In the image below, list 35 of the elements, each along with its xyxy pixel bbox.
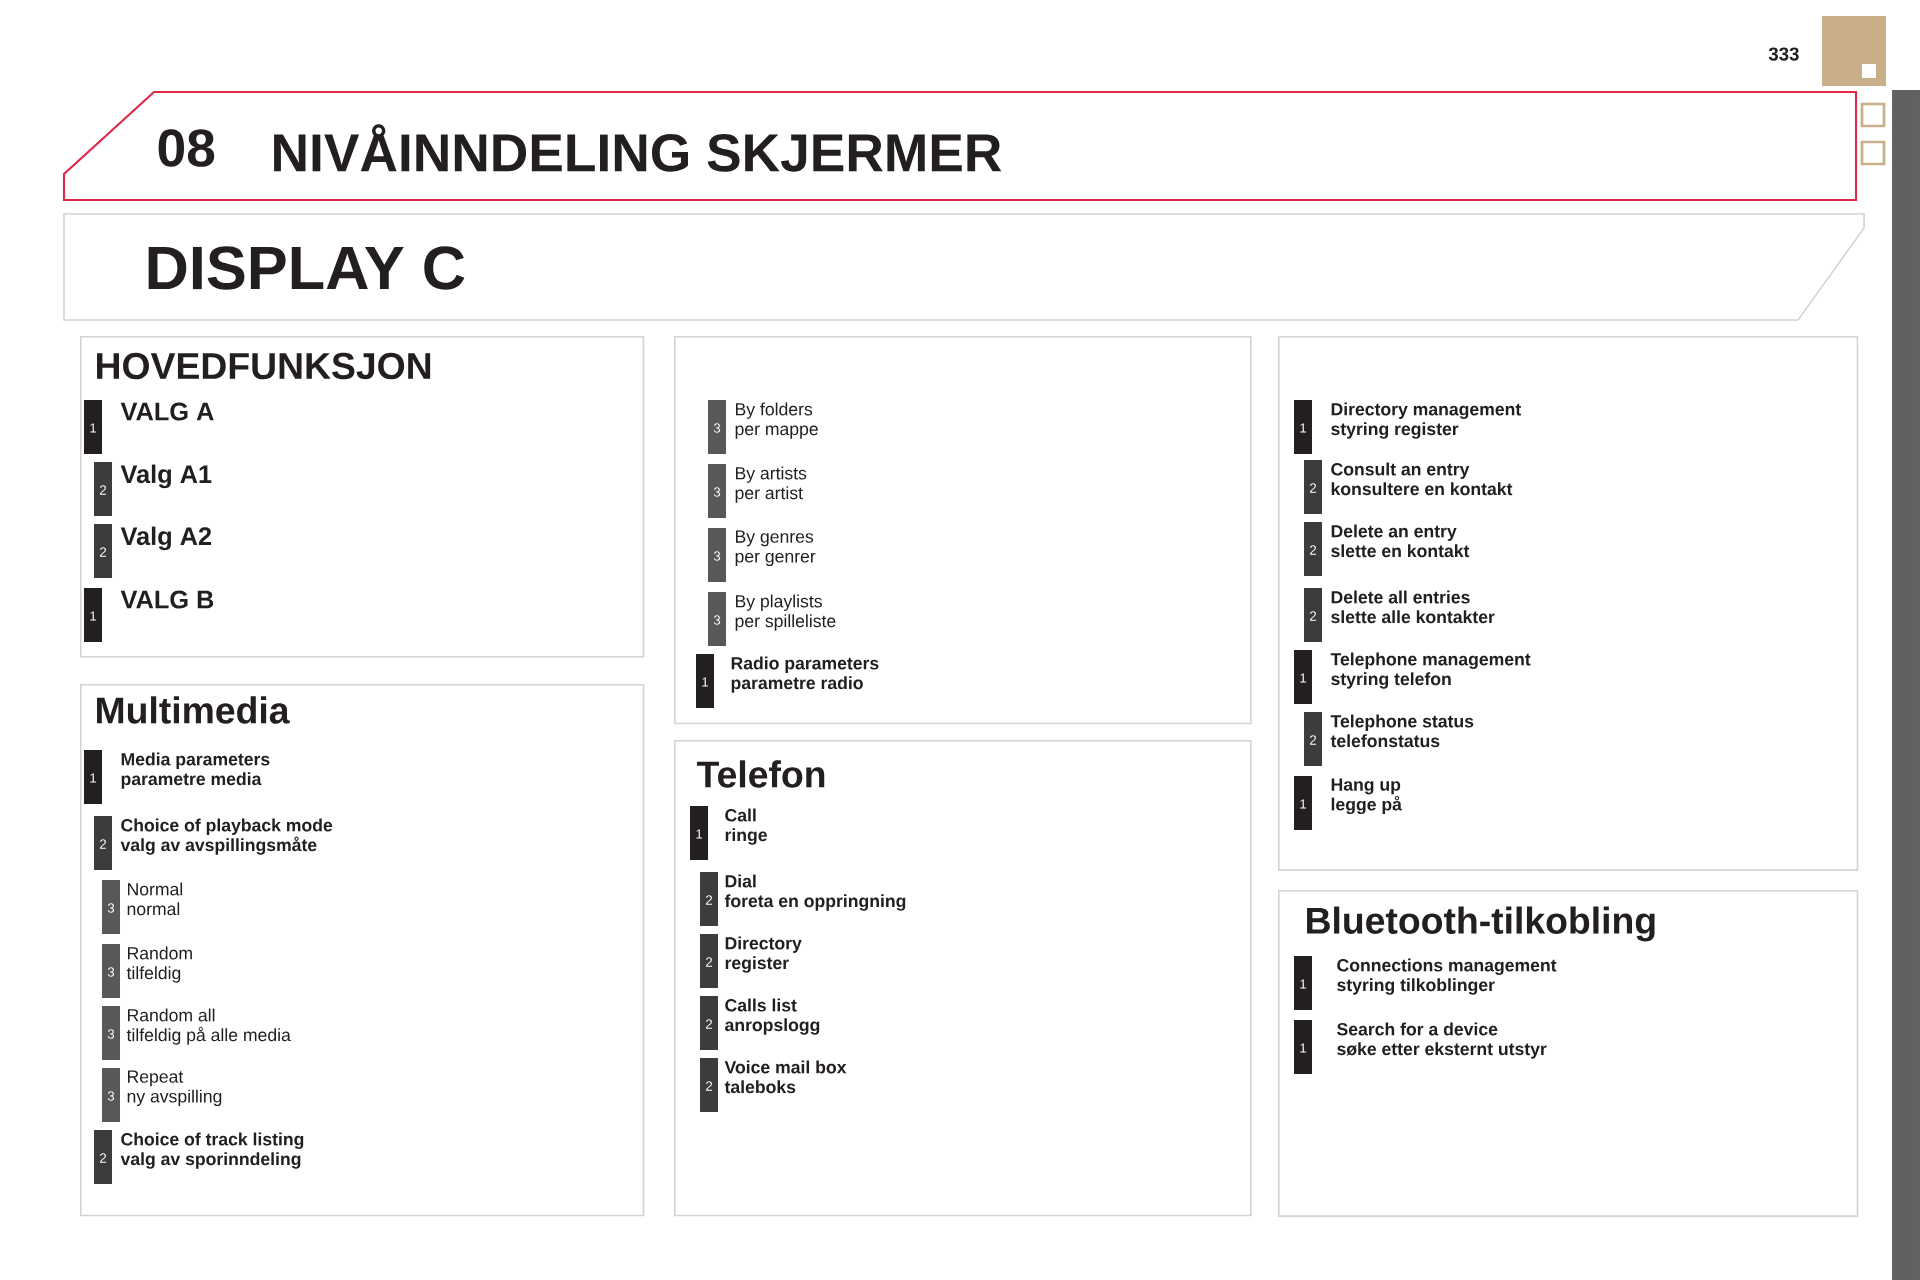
menu-item: Consult an entry konsultere en kontakt (1331, 462, 1513, 496)
menu-item: VALG A (120, 402, 214, 421)
menu-item: Delete all entries slette alle kontakter (1331, 590, 1495, 624)
menu-item: Voice mail box taleboks (724, 1060, 847, 1094)
menu-item: Call ringe (725, 808, 767, 845)
menu-item: By folders per mappe (735, 402, 818, 439)
menu-item: Radio parameters parametre radio (731, 656, 879, 693)
menu-item: Telephone management styring telefon (1330, 652, 1531, 689)
menu-item: VALG B (120, 590, 214, 609)
menu-item: Random all tilfeldig på alle media (126, 1008, 291, 1045)
panel (1278, 336, 1859, 871)
menu-item: Search for a device søke etter eksternt utstyr (1337, 1022, 1547, 1059)
menu-item: Calls list anropslogg (725, 998, 820, 1035)
menu-item: Media parameters parametre media (121, 752, 270, 789)
subtitle-banner: DISPLAY C (63, 213, 1865, 321)
menu-item: Random tilfeldig (126, 946, 192, 983)
title-banner: 08 NIVÅINNDELING SKJERMER (62, 90, 1858, 202)
menu-item: Dial foreta en oppringning (724, 874, 906, 911)
menu-item: Choice of track listing valg av sporinndeling (120, 1132, 304, 1169)
menu-item: By genres per genrer (735, 530, 816, 567)
menu-item: Directory management styring register (1331, 402, 1522, 439)
menu-item: Connections management styring tilkoblinger (1337, 958, 1557, 995)
menu-item: Valg A1 (120, 464, 212, 489)
menu-item: Repeat ny avspilling (127, 1070, 222, 1107)
menu-item: Hang up legge på (1331, 778, 1402, 815)
menu-item: Directory register (725, 936, 802, 973)
page-number: 333 (1768, 47, 1799, 61)
menu-item: Valg A2 (120, 526, 212, 551)
panel (674, 336, 1252, 725)
menu-item: By playlists per spilleliste (735, 594, 836, 631)
menu-item: Normal normal (127, 882, 183, 916)
menu-item: Delete an entry slette en kontakt (1331, 524, 1470, 558)
menu-item: Choice of playback mode valg av avspillingsmåte (120, 818, 333, 855)
menu-item: By artists per artist (735, 466, 807, 503)
menu-item: Telephone status telefonstatus (1330, 714, 1474, 748)
